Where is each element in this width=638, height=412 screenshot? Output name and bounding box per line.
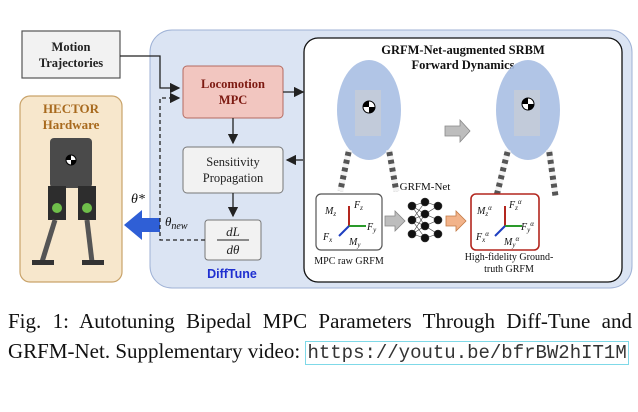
gradient-numerator: dL: [226, 224, 240, 239]
svg-text:Fz: Fz: [353, 200, 363, 212]
motion-line1: Motion: [52, 40, 91, 54]
grfm-title-line1: GRFM-Net-augmented SRBM: [381, 43, 545, 57]
hector-line1: HECTOR: [43, 101, 100, 116]
svg-text:Mz: Mz: [324, 206, 336, 218]
mpc-raw-grfm-label: MPC raw GRFM: [314, 256, 384, 267]
sensitivity-line2: Propagation: [203, 171, 264, 185]
right-robot-model: [493, 60, 560, 196]
gradient-denominator: dθ: [227, 242, 241, 257]
mpc-line1: Locomotion: [201, 77, 265, 91]
high-fidelity-line2: truth GRFM: [484, 264, 534, 275]
motion-line2: Trajectories: [39, 56, 103, 70]
svg-text:Fy: Fy: [366, 222, 377, 234]
mpc-line2: MPC: [219, 93, 247, 107]
hector-hardware-box: HECTOR Hardware: [19, 95, 123, 283]
grfm-net-label: GRFM-Net: [400, 181, 451, 193]
system-diagram: Motion Trajectories HECTOR Hardware θ*: [19, 29, 633, 289]
sensitivity-line1: Sensitivity: [206, 155, 260, 169]
theta-new-label: θnew: [165, 214, 188, 232]
difftune-label: DiffTune: [207, 267, 257, 281]
svg-text:Fyα: Fyα: [520, 220, 534, 234]
motion-trajectories-box: Motion Trajectories: [21, 30, 121, 79]
grfm-title-line2: Forward Dynamics: [411, 58, 514, 72]
neural-network-icon: [407, 197, 443, 243]
hector-line2: Hardware: [43, 117, 100, 132]
svg-text:Fxα: Fxα: [475, 230, 489, 244]
hector-robot-image: [32, 138, 104, 265]
svg-text:Mzα: Mzα: [476, 204, 492, 218]
figure-caption: Fig. 1: Autotuning Bipedal MPC Parameter…: [8, 306, 632, 368]
theta-star-arrow: θ*: [124, 192, 160, 240]
high-fidelity-grfm-box: Mzα Fzα Fyα Fxα Myα: [470, 193, 540, 251]
svg-text:Myα: Myα: [503, 235, 519, 249]
caption-text: Fig. 1: Autotuning Bipedal MPC Parameter…: [8, 309, 632, 363]
left-robot-model: [337, 60, 401, 192]
video-link[interactable]: https://youtu.be/bfrBW2hIT1M: [305, 341, 629, 365]
locomotion-mpc-box: Locomotion MPC: [182, 65, 284, 119]
mpc-raw-grfm-box: Mz Fz Fy Fx My: [315, 193, 383, 251]
svg-text:Fx: Fx: [322, 232, 333, 244]
svg-text:My: My: [348, 237, 361, 249]
high-fidelity-line1: High-fidelity Ground-: [465, 252, 554, 263]
svg-text:Fzα: Fzα: [508, 198, 522, 212]
gradient-box: dL dθ: [204, 219, 262, 261]
sensitivity-propagation-box: Sensitivity Propagation: [182, 146, 284, 194]
grfm-forward-dynamics-panel: GRFM-Net-augmented SRBM Forward Dynamics: [303, 37, 623, 283]
flow-arrows: [120, 55, 305, 241]
theta-star-label: θ*: [131, 192, 145, 207]
transition-arrow: [444, 118, 471, 144]
